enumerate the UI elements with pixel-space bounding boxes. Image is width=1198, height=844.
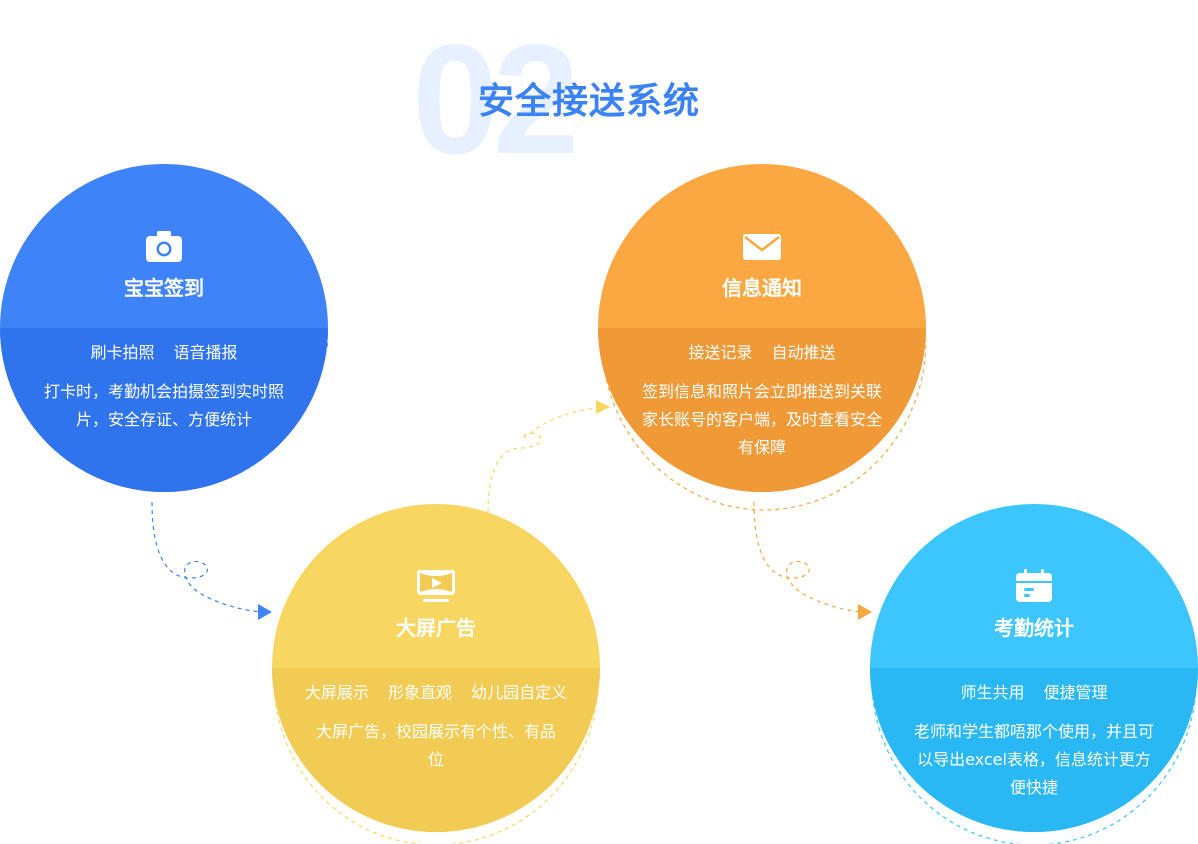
card-tags: 师生共用 便捷管理 xyxy=(870,682,1198,704)
card-title: 信息通知 xyxy=(722,276,802,300)
card-tag: 便捷管理 xyxy=(1043,683,1108,702)
card-tag: 自动推送 xyxy=(771,343,836,362)
card-attendance-stats: 考勤统计 师生共用 便捷管理 老师和学生都唔那个使用，并且可以导出excel表格… xyxy=(870,504,1198,832)
section-number: 02 xyxy=(412,13,580,187)
blue-connector xyxy=(151,501,263,613)
section-title: 安全接送系统 xyxy=(478,81,701,122)
card-info-notification: 信息通知 接送记录 自动推送 签到信息和照片会立即推送到关联家长账号的客户端，及… xyxy=(598,164,926,492)
card-title: 宝宝签到 xyxy=(124,276,204,300)
screen-play-icon xyxy=(417,570,455,602)
yellow-connector xyxy=(487,407,599,513)
card-bottom-band xyxy=(0,328,328,492)
blue-arrow-icon xyxy=(258,604,272,620)
card-tag: 语音播报 xyxy=(173,343,238,362)
card-tags: 大屏展示 形象直观 幼儿园自定义 xyxy=(272,682,600,704)
card-tags: 刷卡拍照 语音播报 xyxy=(0,342,328,364)
card-tag: 师生共用 xyxy=(960,683,1025,702)
card-screen-ads: 大屏广告 大屏展示 形象直观 幼儿园自定义 大屏广告，校园展示有个性、有品位 xyxy=(272,504,600,832)
card-bottom-band xyxy=(272,668,600,832)
card-description: 老师和学生都唔那个使用，并且可以导出excel表格，信息统计更方便快捷 xyxy=(914,722,1155,797)
card-description: 签到信息和照片会立即推送到关联家长账号的客户端，及时查看安全有保障 xyxy=(642,382,883,457)
card-title: 大屏广告 xyxy=(396,616,476,640)
card-description: 大屏广告，校园展示有个性、有品位 xyxy=(316,722,557,769)
card-bottom-band xyxy=(870,668,1198,832)
card-bottom-band xyxy=(598,328,926,492)
orange-connector xyxy=(753,501,863,613)
envelope-icon xyxy=(743,234,781,260)
card-description: 打卡时，考勤机会拍摄签到实时照片，安全存证、方便统计 xyxy=(44,382,285,429)
camera-icon xyxy=(146,231,182,262)
card-title: 考勤统计 xyxy=(994,616,1074,640)
card-tag: 刷卡拍照 xyxy=(90,343,155,362)
card-baby-checkin: 宝宝签到 刷卡拍照 语音播报 打卡时，考勤机会拍摄签到实时照片，安全存证、方便统… xyxy=(0,164,328,492)
calendar-icon xyxy=(1016,569,1052,602)
card-tag: 大屏展示 xyxy=(304,683,369,702)
card-tag: 幼儿园自定义 xyxy=(471,683,568,702)
card-tags: 接送记录 自动推送 xyxy=(598,342,926,364)
card-tag: 接送记录 xyxy=(688,343,753,362)
card-tag: 形象直观 xyxy=(387,683,452,702)
